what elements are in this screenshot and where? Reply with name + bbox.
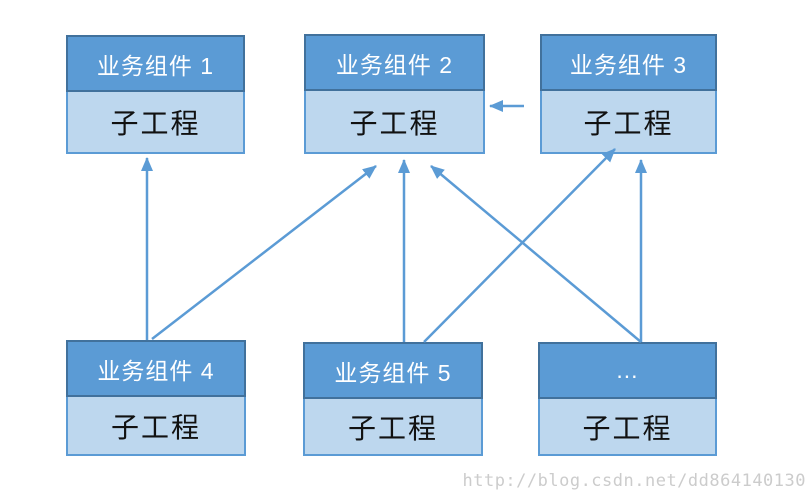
component-title: 业务组件 3 bbox=[540, 34, 717, 91]
arrow-component-5-to-component-3 bbox=[423, 148, 616, 343]
watermark: http://blog.csdn.net/dd864140130 bbox=[462, 471, 806, 491]
arrow-component-more-to-component-2 bbox=[430, 165, 642, 343]
component-box-2: 业务组件 2 子工程 bbox=[304, 34, 485, 154]
component-box-5: 业务组件 5 子工程 bbox=[303, 342, 483, 456]
component-title: ... bbox=[538, 342, 717, 399]
component-box-1: 业务组件 1 子工程 bbox=[66, 35, 245, 154]
subproject-label: 子工程 bbox=[303, 399, 483, 456]
subproject-label: 子工程 bbox=[304, 91, 485, 154]
component-box-3: 业务组件 3 子工程 bbox=[540, 34, 717, 154]
component-title: 业务组件 5 bbox=[303, 342, 483, 399]
subproject-label: 子工程 bbox=[66, 92, 245, 154]
subproject-label: 子工程 bbox=[540, 91, 717, 154]
arrow-component-4-to-component-2 bbox=[151, 165, 377, 340]
subproject-label: 子工程 bbox=[538, 399, 717, 456]
component-title: 业务组件 4 bbox=[66, 340, 246, 397]
component-box-more: ... 子工程 bbox=[538, 342, 717, 456]
component-box-4: 业务组件 4 子工程 bbox=[66, 340, 246, 456]
subproject-label: 子工程 bbox=[66, 397, 246, 456]
component-title: 业务组件 1 bbox=[66, 35, 245, 92]
component-title: 业务组件 2 bbox=[304, 34, 485, 91]
